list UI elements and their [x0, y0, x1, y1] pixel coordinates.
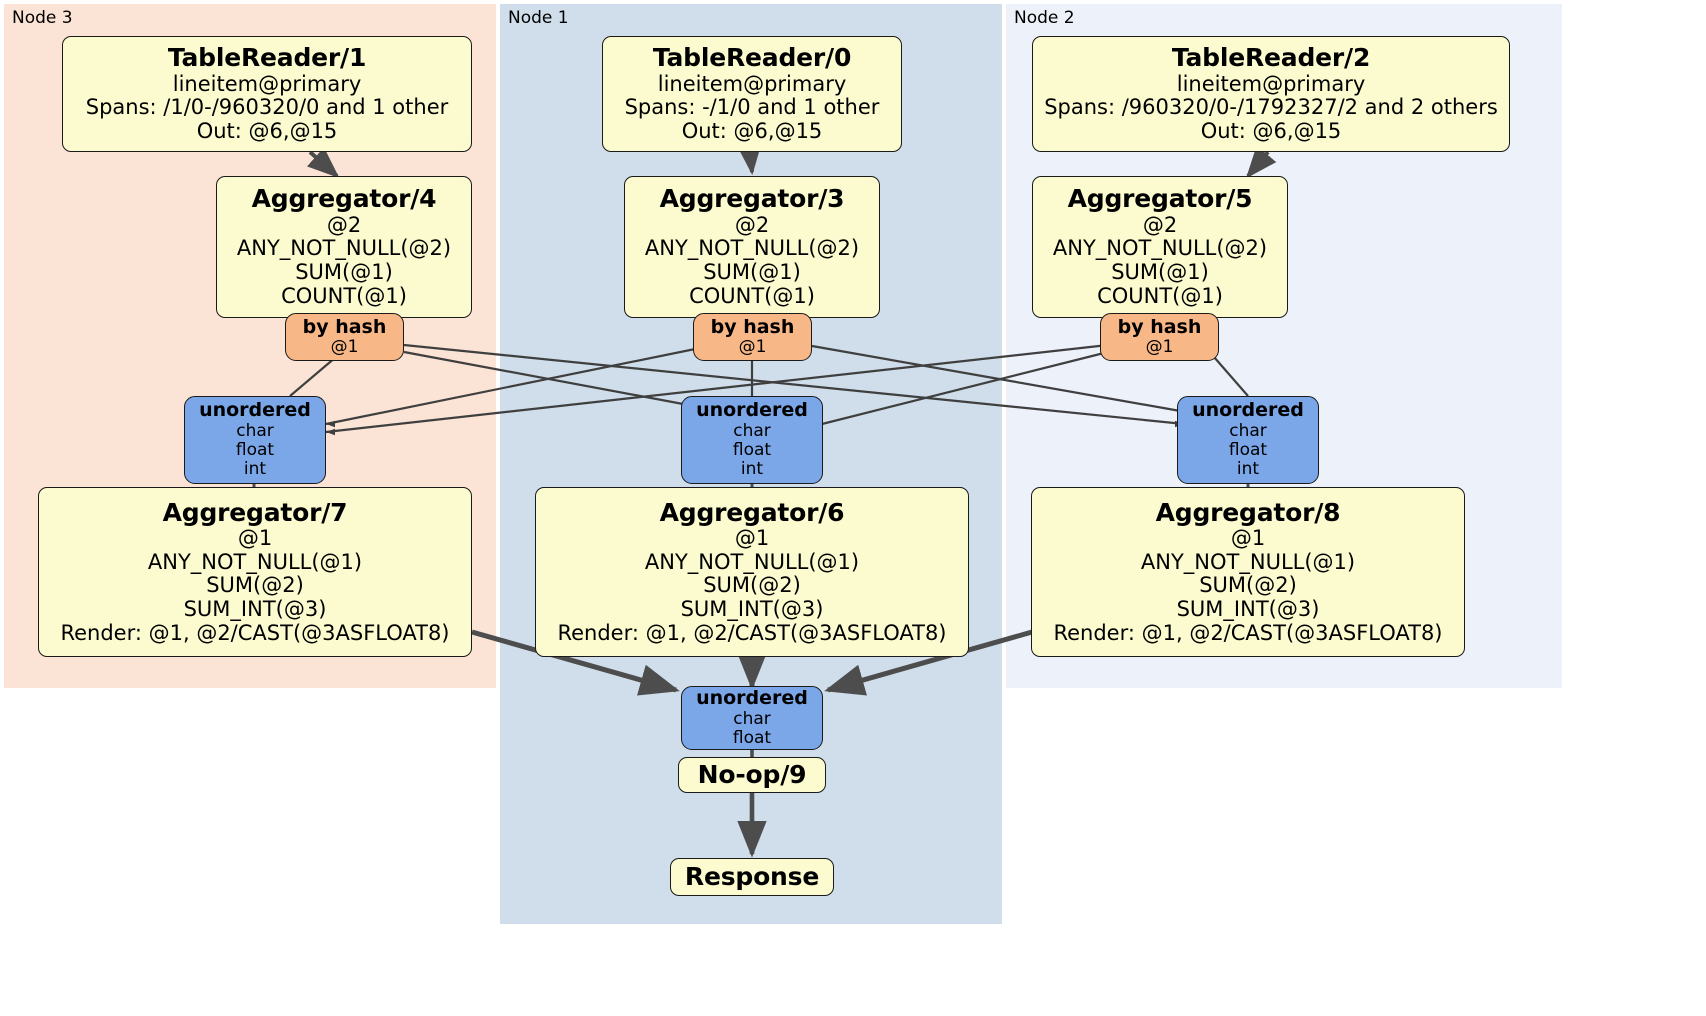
sync-unordered-final[interactable]: unordered char float	[681, 686, 823, 750]
node-detail-line: char	[733, 708, 771, 729]
node-detail-line: COUNT(@1)	[689, 283, 815, 308]
node-detail-line: char	[733, 420, 771, 441]
node-title: TableReader/2	[1171, 43, 1371, 73]
processor-aggregator-4[interactable]: Aggregator/4 @2 ANY_NOT_NULL(@2) SUM(@1)…	[216, 176, 472, 318]
node-detail-line: Spans: /1/0-/960320/0 and 1 other	[85, 95, 449, 120]
node-title: unordered	[696, 399, 808, 422]
node-detail-line: float	[732, 727, 772, 748]
node-panel-label-node3: Node 3	[12, 8, 73, 28]
node-title: by hash	[302, 315, 387, 338]
node-detail-line: Out: @6,@15	[196, 118, 338, 143]
node-detail-line: SUM(@1)	[703, 260, 801, 285]
node-detail-line: char	[1229, 420, 1267, 441]
sync-unordered-node1[interactable]: unordered char float int	[681, 396, 823, 484]
processor-tablereader-1[interactable]: TableReader/1 lineitem@primary Spans: /1…	[62, 36, 472, 152]
router-by-hash-node1[interactable]: by hash @1	[693, 313, 812, 361]
node-detail-line: lineitem@primary	[172, 71, 362, 96]
node-detail-line: Out: @6,@15	[681, 118, 823, 143]
processor-tablereader-2[interactable]: TableReader/2 lineitem@primary Spans: /9…	[1032, 36, 1510, 152]
router-by-hash-node3[interactable]: by hash @1	[285, 313, 404, 361]
node-detail-line: SUM(@1)	[295, 260, 393, 285]
processor-tablereader-0[interactable]: TableReader/0 lineitem@primary Spans: -/…	[602, 36, 902, 152]
node-title: unordered	[199, 399, 311, 422]
node-panel-label-node2: Node 2	[1014, 8, 1075, 28]
processor-aggregator-7[interactable]: Aggregator/7 @1 ANY_NOT_NULL(@1) SUM(@2)…	[38, 487, 472, 657]
node-detail-line: Render: @1, @2/CAST(@3ASFLOAT8)	[1053, 620, 1443, 645]
router-by-hash-node2[interactable]: by hash @1	[1100, 313, 1219, 361]
node-detail-line: Out: @6,@15	[1200, 118, 1342, 143]
node-detail-line: @1	[738, 337, 767, 358]
node-detail-line: lineitem@primary	[657, 71, 847, 96]
node-title: unordered	[1192, 399, 1304, 422]
sync-unordered-node2[interactable]: unordered char float int	[1177, 396, 1319, 484]
node-detail-line: COUNT(@1)	[1097, 283, 1223, 308]
node-detail-line: @1	[1230, 525, 1266, 550]
node-detail-line: SUM_INT(@3)	[183, 596, 327, 621]
node-detail-line: float	[235, 440, 275, 461]
node-detail-line: SUM_INT(@3)	[680, 596, 824, 621]
node-title: Aggregator/7	[162, 497, 348, 527]
node-detail-line: ANY_NOT_NULL(@1)	[147, 549, 363, 574]
node-detail-line: @1	[237, 525, 273, 550]
processor-aggregator-5[interactable]: Aggregator/5 @2 ANY_NOT_NULL(@2) SUM(@1)…	[1032, 176, 1288, 318]
processor-response[interactable]: Response	[670, 858, 834, 896]
node-detail-line: @1	[734, 525, 770, 550]
processor-aggregator-3[interactable]: Aggregator/3 @2 ANY_NOT_NULL(@2) SUM(@1)…	[624, 176, 880, 318]
node-detail-line: Render: @1, @2/CAST(@3ASFLOAT8)	[60, 620, 450, 645]
node-detail-line: @2	[326, 212, 362, 237]
node-detail-line: ANY_NOT_NULL(@2)	[236, 236, 452, 261]
node-detail-line: @1	[330, 337, 359, 358]
processor-aggregator-8[interactable]: Aggregator/8 @1 ANY_NOT_NULL(@1) SUM(@2)…	[1031, 487, 1465, 657]
node-title: Aggregator/4	[251, 184, 437, 214]
node-detail-line: @1	[1145, 337, 1174, 358]
node-detail-line: ANY_NOT_NULL(@2)	[644, 236, 860, 261]
node-detail-line: float	[1228, 440, 1268, 461]
node-detail-line: COUNT(@1)	[281, 283, 407, 308]
node-detail-line: char	[236, 420, 274, 441]
node-detail-line: lineitem@primary	[1176, 71, 1366, 96]
node-detail-line: SUM(@1)	[1111, 260, 1209, 285]
node-title: Aggregator/6	[659, 497, 845, 527]
node-title: Aggregator/3	[659, 184, 845, 214]
node-detail-line: int	[243, 459, 267, 480]
node-title: TableReader/0	[652, 43, 852, 73]
node-panel-label-node1: Node 1	[508, 8, 569, 28]
processor-noop-9[interactable]: No-op/9	[678, 757, 826, 793]
node-detail-line: Spans: -/1/0 and 1 other	[624, 95, 880, 120]
node-detail-line: ANY_NOT_NULL(@2)	[1052, 236, 1268, 261]
node-detail-line: ANY_NOT_NULL(@1)	[1140, 549, 1356, 574]
node-detail-line: SUM(@2)	[206, 573, 304, 598]
node-title: by hash	[710, 315, 795, 338]
node-title: Response	[684, 861, 820, 891]
node-title: Aggregator/5	[1067, 184, 1253, 214]
node-detail-line: @2	[1142, 212, 1178, 237]
processor-aggregator-6[interactable]: Aggregator/6 @1 ANY_NOT_NULL(@1) SUM(@2)…	[535, 487, 969, 657]
node-detail-line: float	[732, 440, 772, 461]
node-detail-line: int	[1236, 459, 1260, 480]
node-detail-line: SUM(@2)	[703, 573, 801, 598]
node-detail-line: int	[740, 459, 764, 480]
node-title: Aggregator/8	[1155, 497, 1341, 527]
node-title: by hash	[1117, 315, 1202, 338]
sync-unordered-node3[interactable]: unordered char float int	[184, 396, 326, 484]
node-detail-line: Spans: /960320/0-/1792327/2 and 2 others	[1044, 95, 1498, 120]
node-title: No-op/9	[697, 759, 807, 789]
node-title: unordered	[696, 687, 808, 710]
node-detail-line: Render: @1, @2/CAST(@3ASFLOAT8)	[557, 620, 947, 645]
node-detail-line: SUM(@2)	[1199, 573, 1297, 598]
node-title: TableReader/1	[167, 43, 367, 73]
node-detail-line: ANY_NOT_NULL(@1)	[644, 549, 860, 574]
node-detail-line: @2	[734, 212, 770, 237]
node-detail-line: SUM_INT(@3)	[1176, 596, 1320, 621]
